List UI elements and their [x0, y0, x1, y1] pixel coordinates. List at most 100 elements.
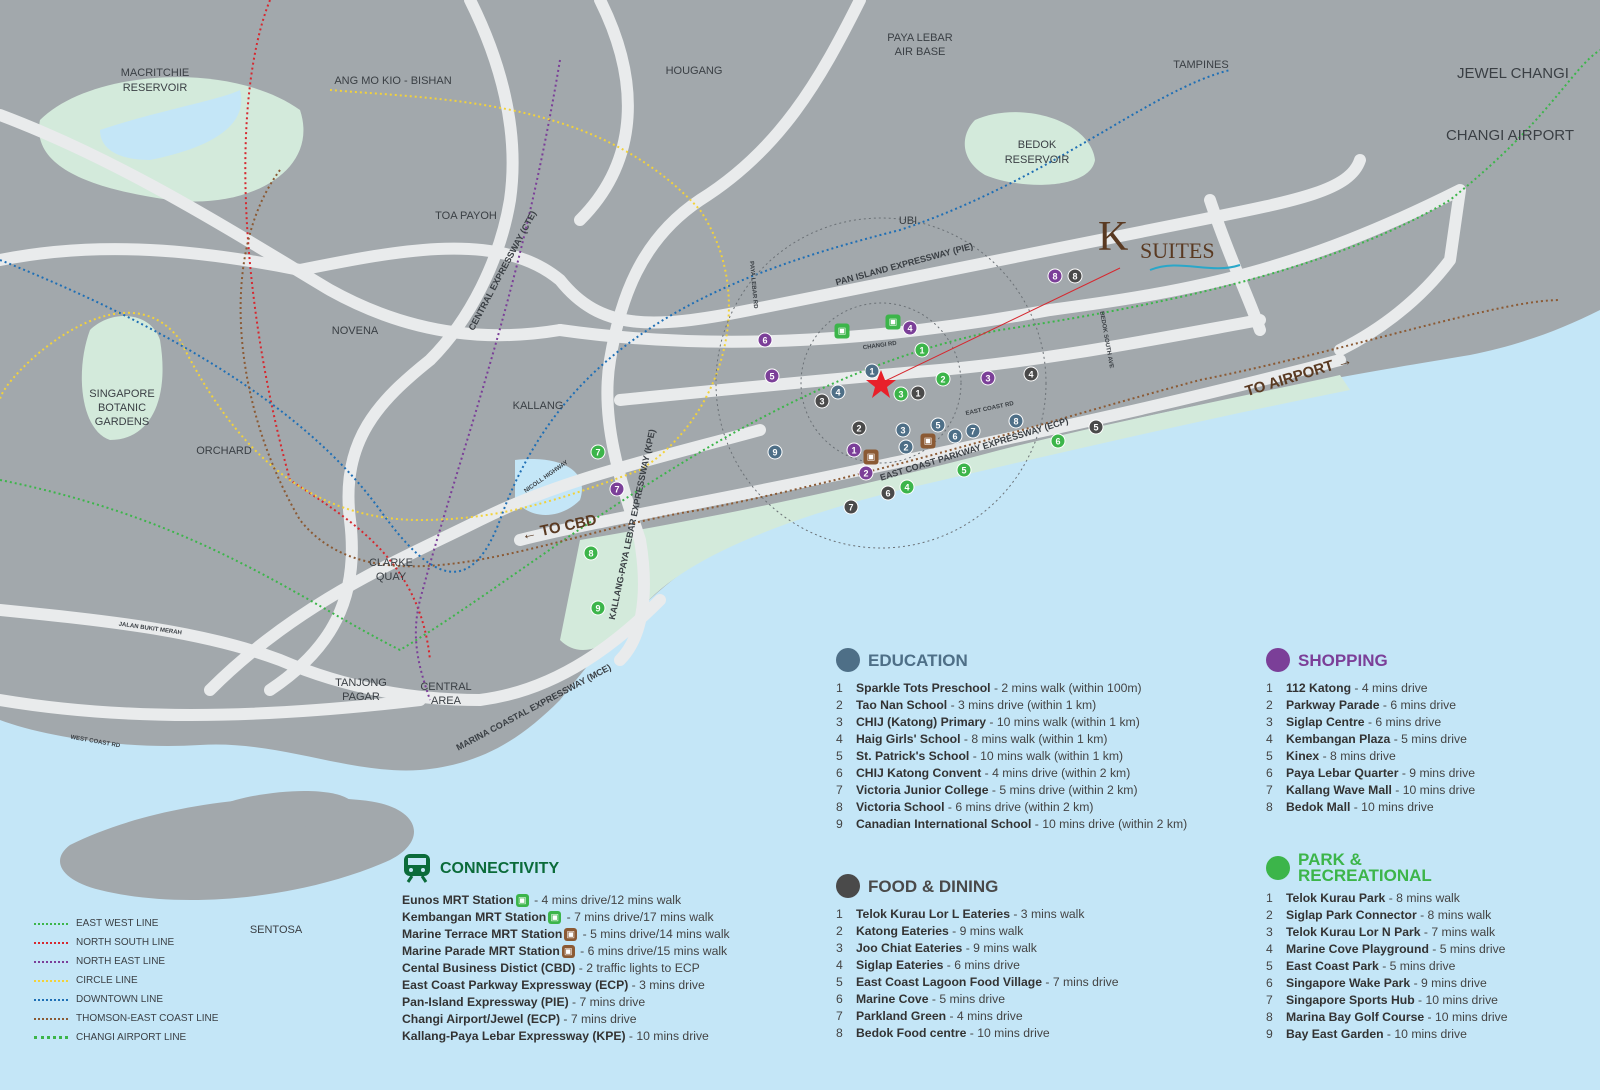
item-detail: - 3 mins walk	[1009, 907, 1085, 921]
food-marker[interactable]: 3	[814, 393, 830, 409]
education-marker[interactable]: 8	[1008, 413, 1024, 429]
education-dot-icon	[836, 648, 860, 672]
item-name: Kembangan MRT Station	[402, 910, 547, 924]
item-detail: - 8 mins walk	[1385, 891, 1460, 905]
map-label-central-area: CENTRAL	[420, 681, 471, 693]
item-name: Kinex	[1286, 749, 1320, 763]
shopping-marker[interactable]: 2	[858, 465, 874, 481]
map-label-central-area: AREA	[431, 695, 462, 707]
item-detail: - 10 mins drive	[625, 1029, 709, 1043]
shopping-marker[interactable]: 6	[757, 332, 773, 348]
park-marker[interactable]: 3	[893, 386, 909, 402]
shopping-dot-icon	[1266, 648, 1290, 672]
park-marker[interactable]: 5	[956, 462, 972, 478]
legend-swatch	[34, 941, 68, 944]
mrt-station-icon[interactable]: ▣	[863, 449, 879, 465]
shopping-marker[interactable]: 3	[980, 370, 996, 386]
list-item: Cental Business Distict (CBD) - 2 traffi…	[402, 960, 730, 977]
shopping-marker[interactable]: 5	[764, 368, 780, 384]
item-name: Joo Chiat Eateries	[856, 941, 963, 955]
mrt-station-icon[interactable]: ▣	[834, 323, 850, 339]
item-detail: - 4 mins drive/12 mins walk	[530, 893, 682, 907]
education-marker[interactable]: 5	[930, 417, 946, 433]
park-marker[interactable]: 1	[914, 342, 930, 358]
item-name: 112 Katong	[1286, 681, 1352, 695]
map-label-paya-lebar: PAYA LEBAR	[887, 32, 952, 44]
park-marker[interactable]: 2	[935, 371, 951, 387]
mrt-station-icon[interactable]: ▣	[920, 433, 936, 449]
item-name: Pan-Island Expressway (PIE)	[402, 995, 569, 1009]
item-name: St. Patrick's School	[856, 749, 970, 763]
item-number: 8	[836, 800, 843, 814]
item-name: Marine Cove Playground	[1286, 942, 1429, 956]
food-marker[interactable]: 5	[1088, 419, 1104, 435]
park-marker[interactable]: 6	[1050, 433, 1066, 449]
item-name: CHIJ Katong Convent	[856, 766, 982, 780]
list-item: Kallang-Paya Lebar Expressway (KPE) - 10…	[402, 1028, 730, 1045]
list-item: Kembangan MRT Station▣ - 7 mins drive/17…	[402, 909, 730, 926]
legend-swatch	[34, 1017, 68, 1020]
shopping-marker[interactable]: 1	[846, 442, 862, 458]
connectivity-title: CONNECTIVITY	[440, 859, 560, 877]
distance-rings	[715, 217, 1047, 549]
mrt-station-icon[interactable]: ▣	[885, 314, 901, 330]
list-item: Pan-Island Expressway (PIE) - 7 mins dri…	[402, 994, 730, 1011]
mrt-station-icon: ▣	[515, 894, 529, 908]
education-marker[interactable]: 4	[830, 384, 846, 400]
item-name: Katong Eateries	[856, 924, 949, 938]
shopping-marker[interactable]: 7	[609, 481, 625, 497]
item-number: 1	[1266, 891, 1273, 905]
education-marker[interactable]: 3	[895, 422, 911, 438]
map-label-changi: CHANGI AIRPORT	[1446, 127, 1574, 144]
food-marker[interactable]: 1	[910, 385, 926, 401]
item-detail: - 2 mins walk (within 100m)	[990, 681, 1142, 695]
map-label-bedok-reservoir: BEDOK	[1018, 139, 1057, 151]
park-marker[interactable]: 7	[590, 444, 606, 460]
item-name: CHIJ (Katong) Primary	[856, 715, 987, 729]
shopping-marker[interactable]: 4	[902, 320, 918, 336]
item-name: Siglap Centre	[1286, 715, 1365, 729]
item-number: 4	[1266, 942, 1273, 956]
map-label-bedok-reservoir: RESERVOIR	[1005, 154, 1070, 166]
item-detail: - 7 mins walk	[1420, 925, 1496, 939]
road-label-paya-lebar-rd: PAYA LEBAR RD	[748, 261, 758, 310]
education-marker[interactable]: 2	[898, 439, 914, 455]
item-number: 2	[1266, 698, 1273, 712]
education-marker[interactable]: 1	[864, 363, 880, 379]
item-name: Singapore Sports Hub	[1286, 993, 1415, 1007]
park-marker[interactable]: 4	[899, 479, 915, 495]
legend-label: EAST WEST LINE	[76, 918, 159, 929]
food-marker[interactable]: 7	[843, 499, 859, 515]
park-marker[interactable]: 8	[583, 545, 599, 561]
item-detail: - 10 mins drive	[1350, 800, 1434, 814]
item-detail: - 8 mins walk (within 1 km)	[960, 732, 1108, 746]
education-marker[interactable]: 6	[947, 428, 963, 444]
item-name: Paya Lebar Quarter	[1286, 766, 1399, 780]
park-marker[interactable]: 9	[590, 600, 606, 616]
shopping-marker[interactable]: 8	[1047, 268, 1063, 284]
education-marker[interactable]: 9	[767, 444, 783, 460]
item-name: Siglap Eateries	[856, 958, 944, 972]
item-number: 8	[1266, 1010, 1273, 1024]
map-label-jewel: JEWEL CHANGI	[1457, 65, 1569, 82]
park-title: RECREATIONAL	[1298, 866, 1432, 885]
item-detail: - 3 mins drive	[628, 978, 705, 992]
food-marker[interactable]: 4	[1023, 366, 1039, 382]
food-marker[interactable]: 6	[880, 485, 896, 501]
item-detail: - 10 mins drive	[966, 1026, 1050, 1040]
svg-text:K: K	[1098, 214, 1128, 260]
food-marker[interactable]: 8	[1067, 268, 1083, 284]
food-marker[interactable]: 2	[851, 420, 867, 436]
education-marker[interactable]: 7	[965, 423, 981, 439]
connectivity-panel: CONNECTIVITY Eunos MRT Station▣ - 4 mins…	[402, 852, 730, 1045]
shopping-title: SHOPPING	[1298, 650, 1388, 670]
item-name: Marine Parade MRT Station	[402, 944, 560, 958]
